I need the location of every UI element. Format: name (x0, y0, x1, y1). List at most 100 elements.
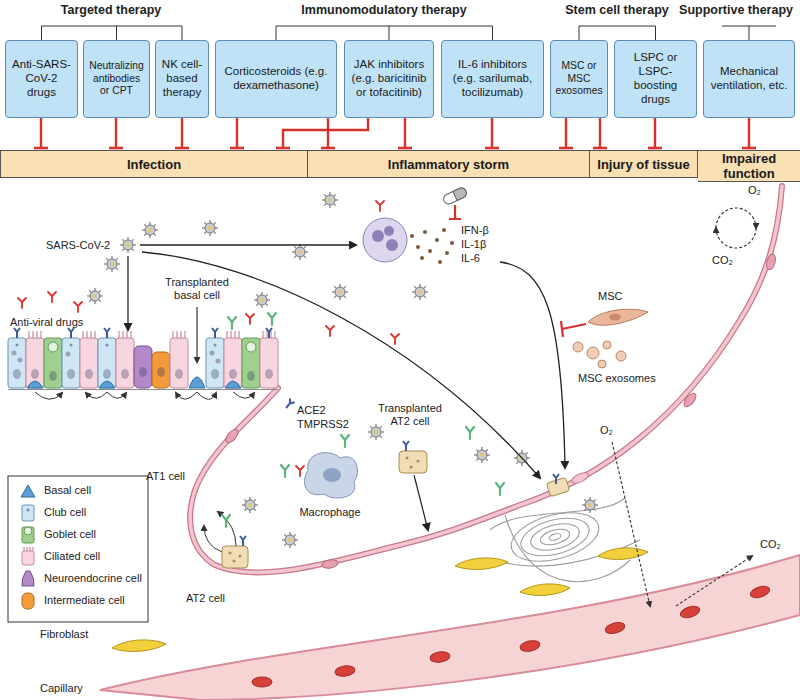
virus (332, 284, 348, 300)
inhibition-connector (654, 118, 656, 148)
at2-cell (204, 512, 248, 568)
epithelium (35, 392, 254, 399)
virus (412, 284, 428, 300)
inhibition-connector (109, 118, 123, 148)
therapy-bracket (42, 26, 183, 40)
at2-cell (229, 552, 232, 555)
epithelium (175, 369, 183, 379)
legend-box (22, 551, 34, 565)
antiviral-drug (246, 314, 254, 324)
therapy-box: Neutralizing antibodies or CPT (83, 40, 150, 118)
therapy-box: IL-6 inhibitors (e.g. sarilumab, tociliz… (441, 40, 544, 118)
node-text: Infection (5, 157, 303, 172)
pill (442, 186, 468, 205)
pathway-arrow (140, 244, 356, 245)
epithelium (13, 367, 273, 381)
therapy-bracket (579, 26, 656, 40)
cell-label: Fibroblast (40, 628, 88, 641)
epithelium (121, 369, 129, 379)
epithelium (13, 369, 21, 379)
epithelium (98, 338, 116, 388)
epithelium (189, 377, 205, 388)
at2-cell (233, 560, 236, 563)
capillary (334, 665, 355, 678)
legend-box (22, 571, 34, 586)
neutralizing-antibody (466, 427, 474, 439)
legend-box (22, 505, 34, 521)
inhibition-connector (648, 147, 662, 150)
cell-label: MSC (598, 290, 622, 303)
msc (587, 347, 599, 359)
epithelium (216, 359, 221, 364)
receptor (104, 328, 110, 338)
inhibition-connector (283, 118, 368, 148)
inhibition-connector (34, 118, 48, 148)
virus (87, 192, 598, 548)
inhibition-connector (742, 147, 756, 150)
inhibition-connector (648, 118, 662, 148)
drug-label: Anti-viral drugs (10, 316, 83, 329)
epithelium (99, 381, 115, 388)
at2-cell (204, 526, 222, 552)
fibroblast (112, 548, 648, 652)
cytokine-label: IL-1β (461, 238, 486, 251)
receptor (284, 398, 295, 410)
neutralizing-antibody (228, 317, 236, 329)
virus (202, 220, 218, 236)
vessel-label: Capillary (40, 682, 83, 695)
node-text: Neutralizing antibodies or CPT (88, 60, 145, 97)
epithelium (242, 338, 260, 388)
transplanted-at2-cell (406, 457, 409, 460)
virus (474, 447, 490, 463)
virus (322, 192, 338, 208)
neutrophil (386, 239, 398, 251)
inhibition-connector (748, 118, 750, 148)
legend-box (8, 476, 148, 622)
gas-exchange (612, 208, 756, 606)
at2-cell (239, 555, 242, 558)
cell-label: Macrophage (299, 506, 360, 519)
stage-band: Infection (0, 150, 308, 178)
cell-label: Transplanted AT2 cell (370, 402, 450, 428)
epithelium (139, 367, 147, 377)
therapy-bracket (276, 26, 493, 40)
virus (254, 292, 270, 308)
capillary (100, 555, 800, 700)
node-text: MSC or MSC exosomes (555, 60, 603, 97)
epithelium (27, 381, 43, 388)
transplanted-at2-cell (399, 451, 428, 530)
inhibition-connector (181, 118, 183, 148)
msc (561, 309, 648, 368)
msc (603, 341, 611, 349)
virus (582, 497, 598, 513)
stage-band: Injury of tissue (590, 150, 698, 178)
pill (449, 205, 461, 219)
receptor (266, 328, 272, 338)
alveolar-wall (321, 559, 338, 570)
epithelium (106, 344, 109, 347)
injured-cells (570, 471, 590, 486)
inhibition-connector (565, 118, 567, 148)
node-text: Anti-SARS-CoV-2 drugs (10, 58, 73, 99)
receptor (403, 441, 409, 451)
neutrophil (363, 218, 407, 262)
capillary (519, 639, 541, 653)
fibrosis (528, 519, 583, 555)
stage-band: Inflammatory storm (308, 150, 590, 178)
antiviral-drug (296, 466, 304, 476)
inhibition-connector (276, 118, 368, 148)
cytokine-label: IL-6 (461, 252, 480, 265)
gas-exchange (716, 228, 756, 248)
therapy-box: LSPC or LSPC-boosting drugs (614, 40, 697, 118)
antiviral-drug (18, 298, 26, 308)
antiviral-drug (18, 201, 399, 476)
cytokines (438, 260, 442, 264)
inhibition-connector (559, 147, 573, 150)
epithelium (67, 369, 75, 379)
capillary (679, 604, 701, 620)
therapy-box: Corticosteroids (e.g. dexamethasone) (215, 40, 337, 118)
therapy-box: JAK inhibitors (e.g. baricitinib or tofa… (344, 40, 434, 118)
epithelium (107, 392, 126, 398)
epithelium (35, 392, 62, 399)
